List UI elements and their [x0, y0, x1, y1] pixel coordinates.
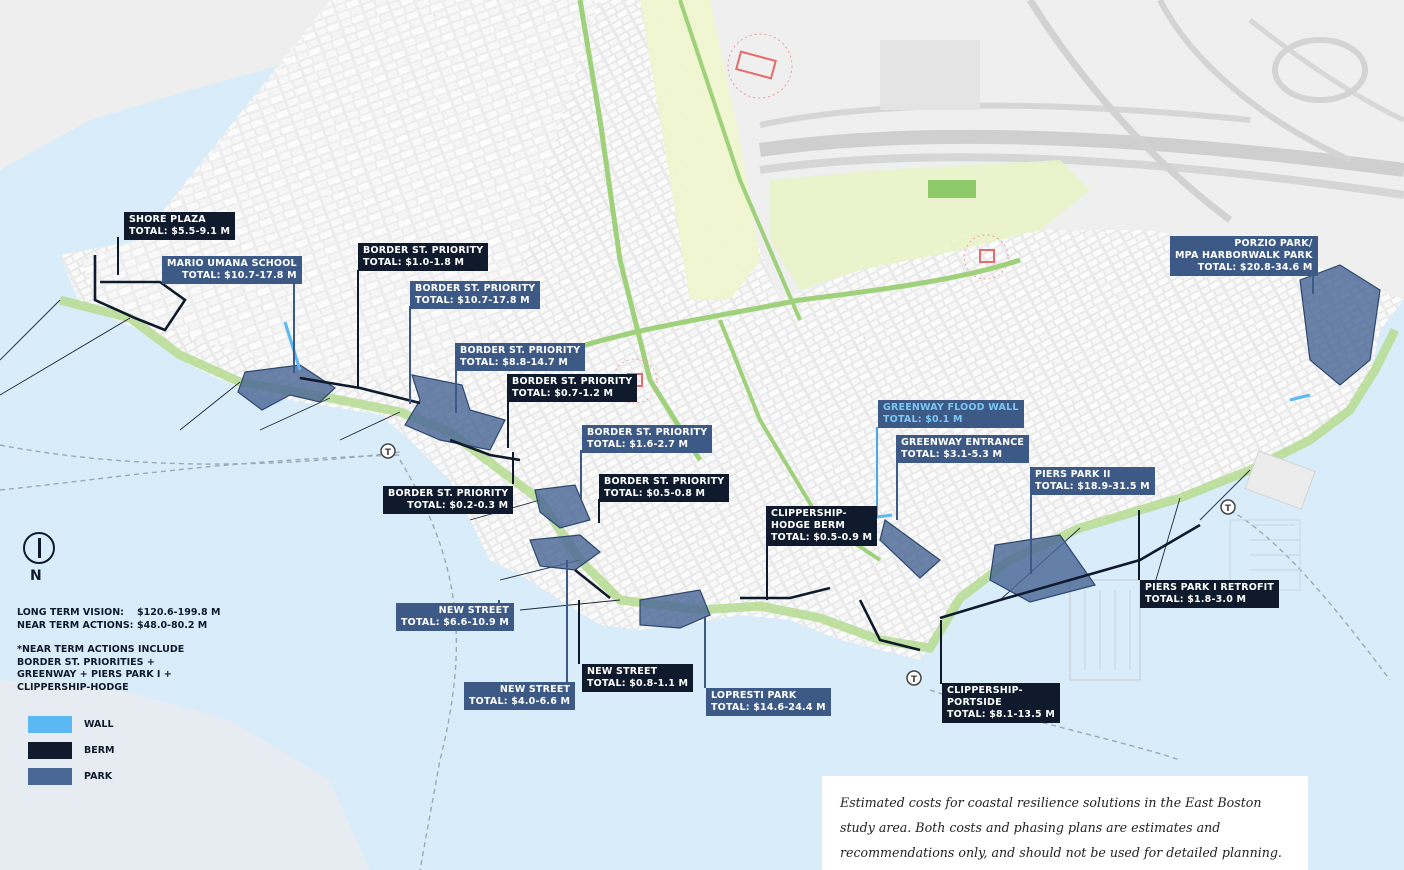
- legend-label: BERM: [84, 744, 115, 756]
- caption-line: Estimated costs for coastal resilience s…: [840, 795, 1262, 810]
- hazard-marker: [612, 33, 1009, 404]
- near-term-label: NEAR TERM ACTIONS:: [17, 620, 134, 631]
- north-arrow: N: [20, 532, 64, 584]
- park-border-st-3: [529, 534, 601, 571]
- north-arrow-icon: [23, 532, 55, 564]
- park-swatch: [28, 767, 72, 785]
- park-border-st-2: [534, 484, 591, 529]
- legend-item-berm: BERM: [28, 737, 115, 763]
- note-line: GREENWAY + PIERS PARK I +: [17, 669, 172, 680]
- piers-park-2-leader: [1030, 494, 1032, 574]
- svg-text:T: T: [385, 448, 392, 458]
- note-line: CLIPPERSHIP-HODGE: [17, 681, 129, 693]
- left-land: [0, 0, 380, 170]
- ballfield: [928, 180, 976, 198]
- caption-line: study area. Both costs and phasing plans…: [840, 820, 1221, 835]
- lopresti-leader: [704, 616, 706, 688]
- border-1-leader: [357, 270, 359, 388]
- greenway-entrance-leader: [896, 462, 898, 520]
- legend: WALL BERM PARK: [28, 711, 115, 789]
- berm-swatch: [28, 741, 72, 759]
- long-term-value: $120.6-199.8 M: [137, 607, 221, 618]
- border-7-leader: [512, 452, 514, 484]
- berm-lines: [93, 255, 1201, 652]
- park-porzio: [1299, 264, 1381, 386]
- map-caption: Estimated costs for coastal resilience s…: [822, 776, 1308, 870]
- shore-plaza-leader: [117, 237, 119, 275]
- park-mario-umana: [237, 364, 336, 411]
- border-5-leader: [580, 450, 582, 500]
- greenway-wall-leader: [876, 427, 878, 517]
- legend-label: PARK: [84, 770, 113, 782]
- legend-item-wall: WALL: [28, 711, 115, 737]
- note-line: BORDER ST. PRIORITIES +: [17, 656, 155, 668]
- wall-swatch: [28, 715, 72, 733]
- greenway-path: [577, 0, 703, 462]
- mario-umana-leader: [293, 283, 295, 373]
- border-3-leader: [455, 369, 457, 413]
- park-lopresti: [639, 589, 711, 629]
- new-street-3-leader: [566, 560, 568, 682]
- cost-totals: LONG TERM VISION: $120.6-199.8 M NEAR TER…: [17, 606, 220, 632]
- near-term-value: $48.0-80.2 M: [137, 620, 208, 631]
- legend-label: WALL: [84, 718, 114, 730]
- long-term-label: LONG TERM VISION:: [17, 607, 124, 618]
- north-label: N: [30, 568, 42, 584]
- caption-line: recommendations only, and should not be …: [840, 845, 1282, 860]
- new-street-2-leader: [578, 600, 580, 664]
- border-6-leader: [598, 499, 600, 523]
- note-line: *NEAR TERM ACTIONS INCLUDE: [17, 644, 185, 655]
- t-station-icon: T T T: [380, 443, 1236, 686]
- porzio-leader: [1312, 274, 1314, 294]
- border-4-leader: [507, 400, 509, 448]
- border-2-leader: [409, 306, 411, 404]
- lower-left-land: [0, 680, 370, 870]
- svg-text:T: T: [911, 675, 918, 685]
- park-greenway: [879, 518, 941, 579]
- piers-park-1-leader: [1138, 510, 1140, 580]
- park-piers-park-2: [989, 534, 1096, 603]
- clippership-portside-leader: [940, 620, 942, 684]
- svg-text:T: T: [1225, 504, 1232, 514]
- legend-item-park: PARK: [28, 763, 115, 789]
- clippership-hodge-leader: [766, 544, 768, 600]
- near-term-note: *NEAR TERM ACTIONS INCLUDE BORDER ST. PR…: [17, 644, 184, 694]
- ballfield-park: [770, 160, 1090, 290]
